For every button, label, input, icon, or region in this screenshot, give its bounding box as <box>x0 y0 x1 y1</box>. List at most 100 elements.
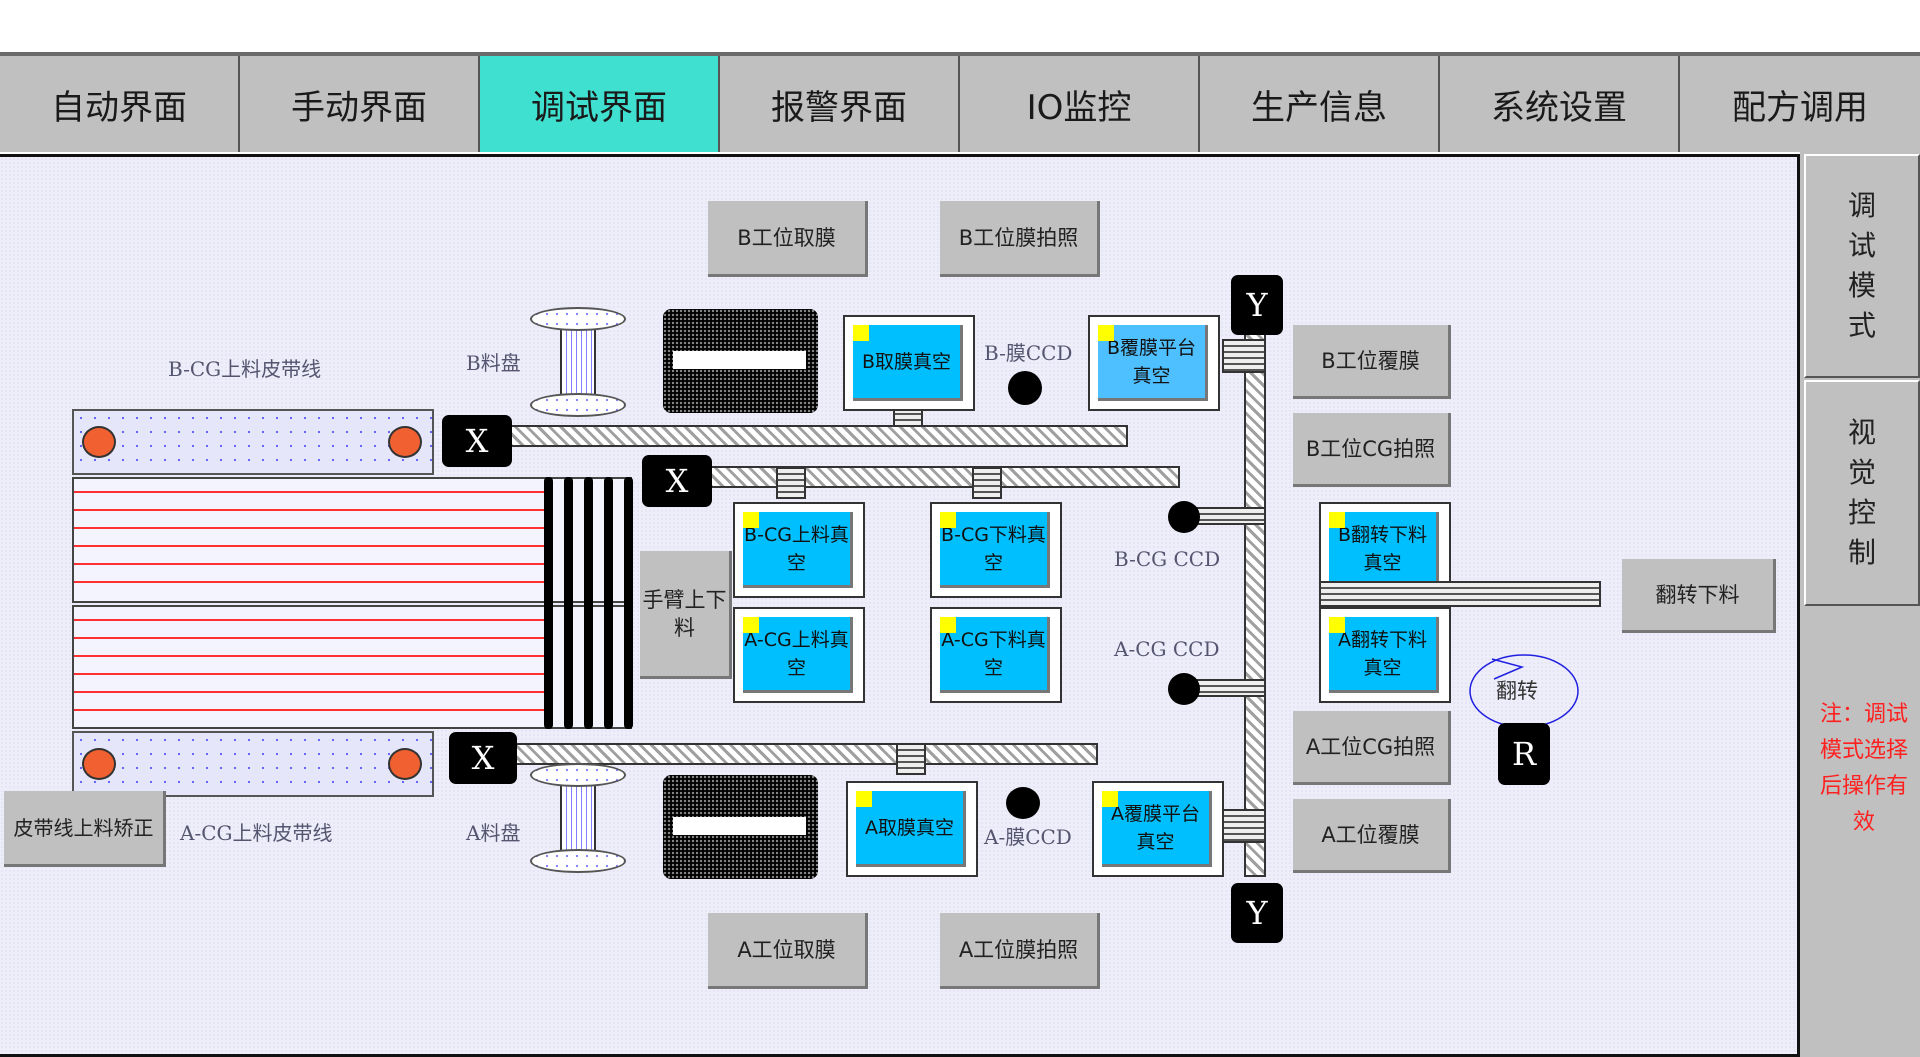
bcg-ccd-arm <box>1196 507 1266 525</box>
b-film-cartridge <box>663 309 818 413</box>
a-laminate-platform-vacuum[interactable]: A覆膜平台真空 <box>1092 781 1224 877</box>
a-take-film-button[interactable]: A工位取膜 <box>708 913 868 989</box>
a-tray-spool-core <box>560 775 596 855</box>
a-flip-unload-vacuum[interactable]: A翻转下料真空 <box>1319 607 1451 703</box>
debug-mode-note: 注：调试模式选择后操作有效 <box>1819 702 1908 835</box>
a-take-film-vacuum[interactable]: A取膜真空 <box>846 781 978 877</box>
a-take-film-led <box>856 791 872 807</box>
acg-belt <box>72 731 434 797</box>
a-film-strip <box>673 817 806 835</box>
tab-system-settings[interactable]: 系统设置 <box>1440 56 1680 152</box>
a-laminate-platform-led <box>1102 791 1118 807</box>
r-axis-button[interactable]: R <box>1498 723 1550 785</box>
acg-load-vacuum[interactable]: A-CG上料真空 <box>733 607 865 703</box>
tab-auto[interactable]: 自动界面 <box>0 56 240 152</box>
a-flip-unload-led <box>1329 617 1345 633</box>
bcg-belt-label: B-CG上料皮带线 <box>168 357 322 381</box>
a-laminate-platform-vacuum-button[interactable]: A覆膜平台真空 <box>1102 791 1212 867</box>
flip-unload-rail <box>1319 581 1601 607</box>
tab-production-info[interactable]: 生产信息 <box>1200 56 1440 152</box>
y-axis-top-button[interactable]: Y <box>1231 275 1283 335</box>
b-cg-photo-button[interactable]: B工位CG拍照 <box>1293 413 1451 487</box>
vision-control-label: 视觉控制 <box>1847 416 1876 569</box>
acg-unload-vacuum-button[interactable]: A-CG下料真空 <box>940 617 1050 693</box>
bcg-unload-led <box>940 512 956 528</box>
acg-belt-roller-right <box>388 748 422 780</box>
b-take-film-vacuum-button[interactable]: B取膜真空 <box>853 325 963 401</box>
a-laminate-slider <box>1222 809 1266 843</box>
sidebar: 1S 调试模式 视觉控制 注：调试模式选择后操作有效 <box>1800 152 1920 1057</box>
debug-canvas: B工位取膜 B工位膜拍照 B-CG上料皮带线 B料盘 B取膜真空 B-膜CCD … <box>0 154 1800 1057</box>
acg-ccd-icon <box>1168 673 1200 705</box>
x-axis-3-button[interactable]: X <box>449 732 517 784</box>
tab-bar: 自动界面 手动界面 调试界面 报警界面 IO监控 生产信息 系统设置 配方调用 <box>0 52 1920 152</box>
tab-debug[interactable]: 调试界面 <box>480 56 720 152</box>
b-tray-spool-top <box>530 307 626 331</box>
b-tray-spool-core <box>560 321 596 401</box>
belt-load-correction-button[interactable]: 皮带线上料矫正 <box>4 791 166 867</box>
b-laminate-slider <box>1222 339 1266 373</box>
arm-load-unload-button[interactable]: 手臂上下料 <box>640 551 732 679</box>
a-laminate-button[interactable]: A工位覆膜 <box>1293 799 1451 873</box>
b-laminate-platform-vacuum[interactable]: B覆膜平台真空 <box>1088 315 1220 411</box>
tab-alarm[interactable]: 报警界面 <box>720 56 960 152</box>
bcg-load-slider <box>776 467 806 499</box>
b-laminate-platform-vacuum-button[interactable]: B覆膜平台真空 <box>1098 325 1208 401</box>
bcg-belt-roller-right <box>388 426 422 458</box>
b-laminate-button[interactable]: B工位覆膜 <box>1293 325 1451 399</box>
a-film-cartridge <box>663 775 818 879</box>
bcg-load-led <box>743 512 759 528</box>
acg-load-vacuum-button[interactable]: A-CG上料真空 <box>743 617 853 693</box>
b-film-strip <box>673 351 806 369</box>
b-laminate-platform-led <box>1098 325 1114 341</box>
y-axis-rail <box>1244 317 1266 877</box>
debug-mode-label: 调试模式 <box>1847 189 1876 342</box>
acg-unload-led <box>940 617 956 633</box>
bcg-belt-roller-left <box>82 426 116 458</box>
a-film-ccd-icon <box>1006 787 1040 819</box>
bcg-unload-vacuum-button[interactable]: B-CG下料真空 <box>940 512 1050 588</box>
a-take-film-slider <box>896 743 926 775</box>
tab-io-monitor[interactable]: IO监控 <box>960 56 1200 152</box>
bcg-unload-vacuum[interactable]: B-CG下料真空 <box>930 502 1062 598</box>
x-axis-1-button[interactable]: X <box>442 415 512 467</box>
b-film-photo-button[interactable]: B工位膜拍照 <box>940 201 1100 277</box>
debug-mode-button[interactable]: 调试模式 <box>1804 154 1920 378</box>
vision-control-button[interactable]: 视觉控制 <box>1804 380 1920 606</box>
b-take-film-vacuum[interactable]: B取膜真空 <box>843 315 975 411</box>
acg-belt-roller-left <box>82 748 116 780</box>
bcg-ccd-label: B-CG CCD <box>1114 547 1221 571</box>
bcg-load-vacuum[interactable]: B-CG上料真空 <box>733 502 865 598</box>
acg-ccd-arm <box>1196 679 1266 697</box>
bcg-belt <box>72 409 434 475</box>
b-film-ccd-label: B-膜CCD <box>984 341 1073 365</box>
a-cg-photo-button[interactable]: A工位CG拍照 <box>1293 711 1451 785</box>
flip-unload-button[interactable]: 翻转下料 <box>1622 559 1776 633</box>
a-tray-label: A料盘 <box>466 821 521 845</box>
b-take-film-button[interactable]: B工位取膜 <box>708 201 868 277</box>
bcg-ccd-icon <box>1168 501 1200 533</box>
a-tray-spool-bottom <box>530 849 626 873</box>
top-blank <box>0 0 1920 52</box>
a-film-ccd-label: A-膜CCD <box>984 825 1072 849</box>
a-tray-spool-top <box>530 763 626 787</box>
b-flip-unload-vacuum-button[interactable]: B翻转下料真空 <box>1329 512 1439 588</box>
bcg-load-vacuum-button[interactable]: B-CG上料真空 <box>743 512 853 588</box>
acg-ccd-label: A-CG CCD <box>1114 637 1220 661</box>
acg-stack <box>72 605 632 729</box>
a-take-film-vacuum-button[interactable]: A取膜真空 <box>856 791 966 867</box>
y-axis-bottom-button[interactable]: Y <box>1231 883 1283 943</box>
acg-belt-label: A-CG上料皮带线 <box>180 821 333 845</box>
bcg-unload-slider <box>972 467 1002 499</box>
tab-manual[interactable]: 手动界面 <box>240 56 480 152</box>
b-take-film-led <box>853 325 869 341</box>
bcg-stack <box>72 477 632 603</box>
acg-load-led <box>743 617 759 633</box>
b-flip-unload-vacuum[interactable]: B翻转下料真空 <box>1319 502 1451 598</box>
a-film-photo-button[interactable]: A工位膜拍照 <box>940 913 1100 989</box>
x-axis-2-button[interactable]: X <box>642 455 712 507</box>
acg-unload-vacuum[interactable]: A-CG下料真空 <box>930 607 1062 703</box>
x-axis-rail-3 <box>500 743 1098 765</box>
a-flip-unload-vacuum-button[interactable]: A翻转下料真空 <box>1329 617 1439 693</box>
tab-recipe[interactable]: 配方调用 <box>1732 87 1868 128</box>
